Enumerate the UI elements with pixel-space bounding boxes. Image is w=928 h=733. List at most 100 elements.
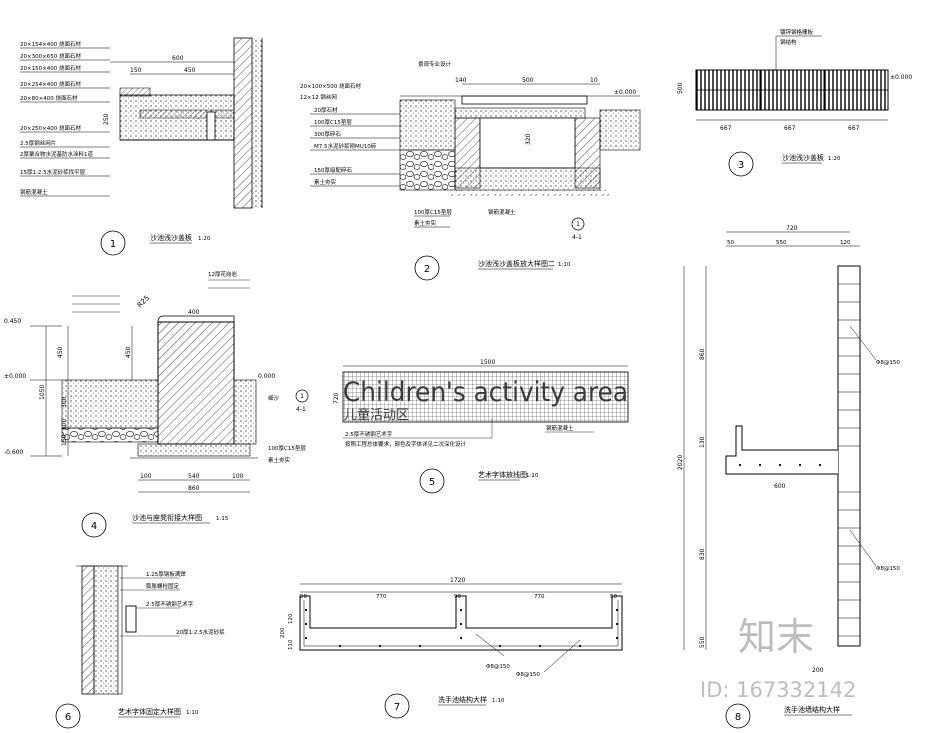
watermark-logo-text: 知末 — [738, 615, 814, 659]
detail-title: 沙池与座凳衔接大样图 — [132, 513, 202, 522]
detail-number: 6 — [65, 712, 71, 723]
wall-section — [81, 565, 95, 695]
dim-label: 540 — [188, 473, 200, 480]
bench-section — [157, 321, 235, 445]
dim-label: 1720 — [450, 577, 465, 584]
dim-label: 140 — [455, 77, 467, 84]
wall-section — [233, 37, 253, 209]
note-text: M7.5水泥砂浆砌MU10砖 — [314, 142, 377, 150]
detail-5: 1500 720 Children's activity area 儿童活动区 … — [333, 359, 629, 494]
dim-label: 120 — [288, 613, 294, 624]
dim-label: 200 — [812, 667, 824, 674]
detail-number-circle — [725, 703, 751, 729]
note-text: 素土夯实 — [414, 219, 437, 227]
section-marker — [295, 389, 309, 403]
dim-label: 770 — [376, 594, 387, 600]
note-text: 150厚级配碎石 — [314, 166, 352, 174]
detail-6: 1.25厚钢板满焊 膨胀螺栓固定 2.5厚不锈钢艺术字 20厚1:2.5水泥砂浆… — [55, 565, 225, 729]
detail-scale: 1:10 — [492, 698, 505, 704]
dim-label: 600 — [774, 483, 786, 490]
dim-label: 100 — [232, 473, 244, 480]
dim-label: 860 — [699, 348, 706, 360]
detail-scale: 1:10 — [186, 710, 199, 716]
dim-label: 500 — [677, 82, 684, 94]
note-text: 15厚1:2.5水泥砂浆找平层 — [20, 168, 86, 176]
dim-label: 120 — [840, 240, 851, 246]
dim-label: 720 — [786, 225, 798, 232]
level-label: ±0.000 — [890, 74, 912, 81]
detail-scale: 1:20 — [198, 236, 211, 242]
note-text: 20厚1:2.5水泥砂浆 — [176, 628, 225, 636]
detail-number: 7 — [394, 702, 400, 713]
note-text: 2.5厚不锈钢艺术字 — [345, 430, 393, 438]
dim-label: 550 — [776, 240, 787, 246]
note-text: 20厚石材 — [314, 106, 338, 114]
section-sub-text: 4-1 — [572, 234, 582, 241]
note-text: 2.5厚钢丝网片 — [20, 139, 56, 147]
rebar-ties — [838, 283, 860, 637]
detail-number: 2 — [424, 264, 430, 275]
dim-label: 500 — [522, 77, 534, 84]
detail-number-circle — [419, 468, 445, 494]
section-mark-text: 1 — [576, 221, 580, 228]
level-label: -0.600 — [4, 449, 24, 456]
note-text: 钢筋混凝土 — [546, 424, 574, 432]
detail-3: 镀锌钢格栅板 钢结构 500 667 667 667 ±0.000 3 沙池浅沙… — [677, 28, 912, 177]
dim-label: 1500 — [480, 359, 495, 366]
dim-label: 450 — [184, 67, 196, 74]
detail-number-circle — [81, 512, 107, 538]
level-label: ±0.000 — [614, 89, 636, 96]
dim-label: 50 — [727, 240, 734, 246]
dim-label: 110 — [288, 639, 294, 650]
leader-notes: 20×154×400 烧面石材 20×300×650 烧面石材 20×150×4… — [20, 40, 110, 197]
note-text: 20×250×400 烧面石材 — [20, 124, 81, 132]
detail-7: 1720 50 770 90 770 50 200 120 110 Φ8@150… — [280, 577, 623, 719]
dim-label: 830 — [699, 548, 706, 560]
dim-label: 720 — [333, 392, 340, 404]
detail-8: 720 50 550 120 860 130 2020 600 830 550 … — [677, 225, 900, 729]
note-text: 钢结构 — [780, 38, 797, 46]
rebar-label: Φ8@150 — [876, 360, 900, 366]
detail-scale: 1:10 — [526, 473, 539, 479]
dim-label: 667 — [784, 125, 796, 132]
detail-number-circle — [728, 151, 754, 177]
note-text: 素土夯实 — [268, 456, 291, 464]
dim-label: 300 — [61, 396, 68, 408]
section-sub-text: 4-1 — [296, 406, 306, 413]
note-text: 20×254×400 烧面石材 — [20, 80, 81, 88]
detail-number-circle — [100, 230, 126, 256]
dim-label: 2020 — [677, 455, 684, 470]
detail-scale: 1:10 — [558, 262, 571, 268]
detail-number: 3 — [738, 160, 744, 171]
dim-label: 600 — [172, 55, 184, 62]
rebar-label: Φ8@150 — [516, 672, 540, 678]
note-text: 300厚碎石 — [314, 130, 341, 138]
note-text: 素土夯实 — [314, 178, 337, 186]
radius-label: R25 — [136, 294, 151, 309]
dim-label: 50 — [300, 594, 307, 600]
section-marker — [571, 217, 585, 231]
dim-label: 1050 — [39, 385, 46, 400]
banner-english-text: Children's activity area — [343, 377, 628, 408]
note-text: 12×12 钢丝网 — [300, 93, 337, 101]
note-text: 20×80×400 烧面石材 — [20, 94, 78, 102]
detail-2: 140 500 10 320 ±0.000 景观专业设计 20×100×500 … — [300, 60, 641, 281]
note-text: 20×150×400 烧面石材 — [20, 64, 81, 72]
dim-label: 250 — [103, 113, 110, 125]
detail-number: 8 — [735, 712, 741, 723]
note-text: 12厚花岗岩 — [208, 270, 237, 278]
cover-plate — [461, 95, 588, 105]
dim-label: 450 — [57, 346, 64, 358]
wall-column — [837, 265, 861, 647]
detail-number-circle — [55, 703, 81, 729]
detail-scale: 1:15 — [216, 516, 229, 522]
detail-title: 洗手池结构大样 — [438, 695, 487, 704]
detail-number-circle — [414, 255, 440, 281]
dim-label: 10 — [590, 77, 598, 84]
watermark-id-text: ID: 167332142 — [700, 678, 856, 702]
note-text: 100厚C15垫层 — [414, 208, 452, 216]
detail-1: 600 150 450 250 20×154×400 烧面石材 20×300×6… — [20, 37, 263, 256]
level-label: 0.000 — [258, 373, 275, 380]
dim-label: 320 — [525, 133, 532, 145]
note-text: 20×154×400 烧面石材 — [20, 40, 81, 48]
